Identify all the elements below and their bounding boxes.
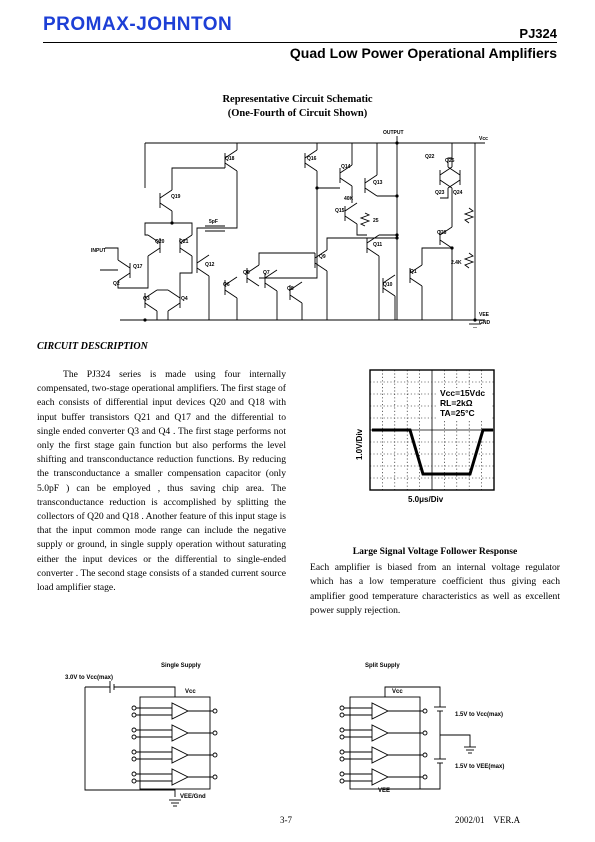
label-gnd: GND: [479, 320, 491, 326]
label-q5: Q5: [243, 270, 250, 276]
schematic-title: Representative Circuit Schematic: [222, 94, 373, 105]
header-rule: [43, 42, 557, 43]
scope-plot: Vcc=15Vdc RL=2kΩ TA=25°C 1.0V/Div 5.0μs/…: [355, 369, 495, 504]
label-q13: Q13: [373, 180, 383, 186]
circuit-description-body: The PJ324 series is made using four inte…: [37, 368, 286, 595]
scope-legend-vcc: Vcc=15Vdc: [440, 388, 485, 398]
footer-version: 2002/01 VER.A: [455, 815, 521, 825]
company-logo: PROMAX-JOHNTON: [43, 14, 233, 35]
single-supply-range: 3.0V to Vcc(max): [65, 675, 113, 681]
split-supply-diagram: Split Supply Vcc VEE 1.5V to Vcc(max) 1.…: [339, 663, 504, 794]
label-q23: Q23: [435, 190, 445, 196]
label-q25: Q25: [445, 158, 455, 164]
label-q6: Q6: [223, 282, 230, 288]
label-q3: Q3: [143, 296, 150, 302]
split-supply-range-neg: 1.5V to VEE(max): [455, 764, 504, 770]
label-q26: Q26: [437, 230, 447, 236]
scope-trace: [372, 428, 493, 476]
label-q17: Q17: [133, 264, 143, 270]
label-q1: Q1: [410, 269, 417, 275]
label-output: OUTPUT: [383, 130, 404, 136]
circuit-description-heading: CIRCUIT DESCRIPTION: [37, 341, 148, 352]
label-q2: Q2: [113, 281, 120, 287]
split-supply-title: Split Supply: [365, 663, 400, 669]
single-supply-vee: VEE/Gnd: [180, 794, 206, 800]
scope-ylabel: 1.0V/Div: [355, 428, 364, 460]
circuit-description-text: The PJ324 series is made using four inte…: [37, 369, 286, 594]
schematic-subtitle: (One-Fourth of Circuit Shown): [227, 108, 368, 119]
split-supply-vcc: Vcc: [392, 689, 403, 695]
label-input: INPUT: [91, 248, 106, 254]
label-q12: Q12: [205, 262, 215, 268]
label-vcc: Vcc: [479, 136, 488, 142]
label-q8: Q8: [287, 286, 294, 292]
label-q9: Q9: [319, 254, 326, 260]
label-q4: Q4: [181, 296, 188, 302]
single-supply-opamps: [171, 702, 190, 786]
page-number: 3-7: [280, 815, 292, 825]
label-q24: Q24: [453, 190, 463, 196]
label-q11: Q11: [373, 242, 382, 248]
part-number: PJ324: [519, 26, 557, 41]
single-supply-diagram: Single Supply 3.0V to Vcc(max) Vcc VEE/G…: [65, 663, 218, 807]
label-q14: Q14: [341, 164, 351, 170]
single-supply-vcc: Vcc: [185, 689, 196, 695]
scope-legend-rl: RL=2kΩ: [440, 398, 473, 408]
scope-xlabel: 5.0μs/Div: [408, 495, 444, 504]
label-q20: Q20: [155, 239, 165, 245]
label-vee: VEE: [479, 312, 490, 318]
label-cap: 5pF: [209, 219, 218, 225]
circuit-schematic: OUTPUT Vcc INPUT VEE GND 5pF 25 40K 2.4K…: [91, 130, 491, 328]
label-q10: Q10: [383, 282, 393, 288]
label-q15: Q15: [335, 208, 345, 214]
label-q22: Q22: [425, 154, 435, 160]
label-r40k: 40K: [344, 196, 354, 202]
scope-legend-ta: TA=25°C: [440, 408, 475, 418]
label-q7: Q7: [263, 270, 270, 276]
split-supply-vee: VEE: [378, 788, 390, 794]
label-q18: Q18: [225, 156, 235, 162]
large-signal-heading: Large Signal Voltage Follower Response: [352, 546, 518, 557]
large-signal-section: Large Signal Voltage Follower Response E…: [310, 545, 560, 618]
label-r2: 2.4K: [451, 260, 462, 266]
large-signal-body: Each amplifier is biased from an interna…: [310, 562, 560, 616]
page-title: Quad Low Power Operational Amplifiers: [289, 45, 557, 61]
label-r25: 25: [373, 218, 379, 224]
single-supply-title: Single Supply: [161, 663, 201, 669]
label-q19: Q19: [171, 194, 181, 200]
label-q21: Q21: [179, 239, 189, 245]
label-q16: Q16: [307, 156, 317, 162]
split-supply-opamps: [371, 702, 390, 786]
split-supply-range-pos: 1.5V to Vcc(max): [455, 712, 503, 718]
